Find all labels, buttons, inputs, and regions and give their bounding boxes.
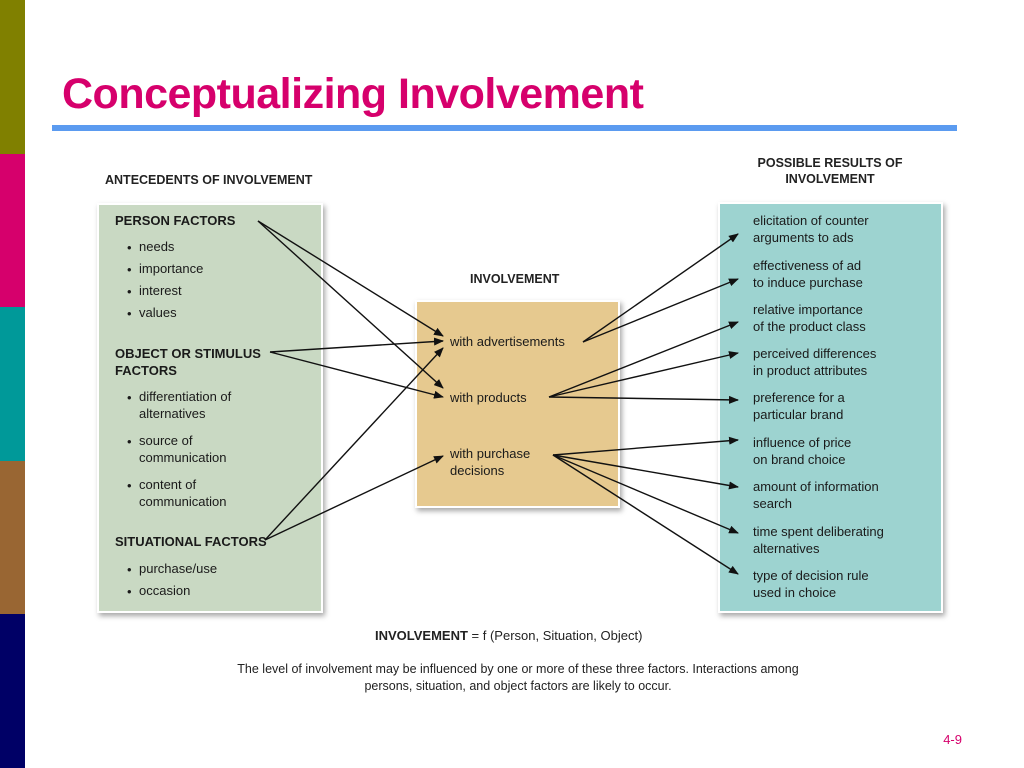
arrow-ads-to-result-2	[582, 278, 739, 343]
person-item-values: values	[139, 305, 177, 320]
results-heading: POSSIBLE RESULTS OF INVOLVEMENT	[740, 155, 920, 187]
object-item-line: communication	[139, 493, 227, 509]
arrow-decisions-to-result-9	[552, 454, 739, 575]
object-factors-heading: OBJECT OR STIMULUS FACTORS	[115, 346, 261, 379]
result-line: time spent deliberating	[753, 524, 884, 539]
person-item-importance: importance	[139, 261, 204, 276]
result-line: influence of price	[753, 435, 852, 450]
result-line: arguments to ads	[753, 229, 854, 245]
object-item-line: communication	[139, 449, 227, 465]
result-item: preference for a particular brand	[753, 390, 845, 423]
arrow-decisions-to-result-6	[552, 436, 739, 456]
arrow-decisions-to-result-7	[552, 454, 739, 490]
stripe-olive	[0, 0, 25, 154]
result-item: elicitation of counter arguments to ads	[753, 213, 869, 246]
bullet-icon: •	[127, 434, 132, 449]
stripe-teal	[0, 307, 25, 461]
result-line: alternatives	[753, 540, 820, 556]
person-factors-heading: PERSON FACTORS	[115, 213, 236, 228]
result-line: amount of information	[753, 479, 879, 494]
arrow-situational-to-decisions	[264, 455, 444, 541]
slide-title: Conceptualizing Involvement	[62, 70, 644, 118]
result-item: influence of price on brand choice	[753, 435, 851, 468]
stripe-magenta	[0, 154, 25, 307]
results-heading-line1: POSSIBLE RESULTS OF	[757, 156, 903, 170]
formula-expression: = f (Person, Situation, Object)	[467, 628, 643, 643]
caption-line1: The level of involvement may be influenc…	[237, 662, 799, 676]
situational-item-occasion: occasion	[139, 583, 191, 598]
object-heading-line1: OBJECT OR STIMULUS	[115, 346, 261, 361]
result-item: type of decision rule used in choice	[753, 568, 869, 601]
result-item: perceived differences in product attribu…	[753, 346, 876, 379]
result-line: preference for a	[753, 390, 845, 405]
results-heading-line2: INVOLVEMENT	[785, 172, 875, 186]
title-underline	[52, 125, 957, 131]
result-item: effectiveness of ad to induce purchase	[753, 258, 863, 291]
object-item-line: differentiation of	[139, 389, 232, 404]
involvement-formula: INVOLVEMENT = f (Person, Situation, Obje…	[375, 628, 642, 643]
bullet-icon: •	[127, 306, 132, 321]
bullet-icon: •	[127, 390, 132, 405]
person-item-interest: interest	[139, 283, 182, 298]
arrow-person-to-ads	[257, 220, 444, 337]
arrow-object-to-products	[269, 351, 444, 399]
involvement-products: with products	[450, 390, 527, 405]
formula-label: INVOLVEMENT	[375, 628, 468, 643]
result-line: relative importance	[753, 302, 863, 317]
arrow-products-to-result-4	[548, 351, 739, 398]
arrow-products-to-result-3	[548, 321, 739, 398]
arrow-decisions-to-result-8	[552, 454, 739, 534]
bullet-icon: •	[127, 284, 132, 299]
involvement-heading: INVOLVEMENT	[470, 272, 560, 286]
slide-number: 4-9	[943, 732, 962, 747]
involvement-advertisements: with advertisements	[450, 334, 565, 349]
stripe-navy	[0, 614, 25, 768]
object-item-line: alternatives	[139, 405, 206, 421]
bullet-icon: •	[127, 584, 132, 599]
object-item-line: content of	[139, 477, 197, 492]
person-item-needs: needs	[139, 239, 175, 254]
involvement-item-line: with purchase	[450, 446, 531, 461]
involvement-purchase-decisions: with purchase decisions	[450, 446, 530, 479]
involvement-box	[415, 300, 620, 508]
antecedents-box	[97, 203, 323, 613]
situational-factors-heading: SITUATIONAL FACTORS	[115, 534, 267, 549]
arrow-situational-to-ads	[264, 347, 444, 541]
situational-item-purchase-use: purchase/use	[139, 561, 218, 576]
bullet-icon: •	[127, 240, 132, 255]
result-line: effectiveness of ad	[753, 258, 862, 273]
result-line: to induce purchase	[753, 274, 863, 290]
result-line: on brand choice	[753, 451, 846, 467]
results-box	[718, 202, 943, 613]
result-line: used in choice	[753, 584, 837, 600]
bullet-icon: •	[127, 562, 132, 577]
result-line: of the product class	[753, 318, 866, 334]
object-item-source: source of communication	[139, 433, 226, 466]
arrow-products-to-result-5	[548, 395, 739, 404]
result-line: type of decision rule	[753, 568, 869, 583]
result-line: search	[753, 495, 793, 511]
arrow-person-to-products	[257, 220, 444, 389]
caption-line2: persons, situation, and object factors a…	[364, 678, 672, 693]
object-item-differentiation: differentiation of alternatives	[139, 389, 231, 422]
object-item-content: content of communication	[139, 477, 226, 510]
result-item: relative importance of the product class	[753, 302, 866, 335]
involvement-item-line: decisions	[450, 462, 505, 478]
stripe-brown	[0, 461, 25, 614]
object-item-line: source of	[139, 433, 193, 448]
arrow-ads-to-result-1	[582, 233, 739, 343]
object-heading-line2: FACTORS	[115, 362, 177, 378]
result-line: in product attributes	[753, 362, 868, 378]
result-item: time spent deliberating alternatives	[753, 524, 884, 557]
bullet-icon: •	[127, 262, 132, 277]
arrow-object-to-ads	[269, 337, 444, 353]
result-line: perceived differences	[753, 346, 877, 361]
result-line: particular brand	[753, 406, 844, 422]
bullet-icon: •	[127, 478, 132, 493]
figure-caption: The level of involvement may be influenc…	[180, 661, 856, 694]
result-line: elicitation of counter	[753, 213, 869, 228]
result-item: amount of information search	[753, 479, 879, 512]
antecedents-heading: ANTECEDENTS OF INVOLVEMENT	[105, 173, 313, 187]
